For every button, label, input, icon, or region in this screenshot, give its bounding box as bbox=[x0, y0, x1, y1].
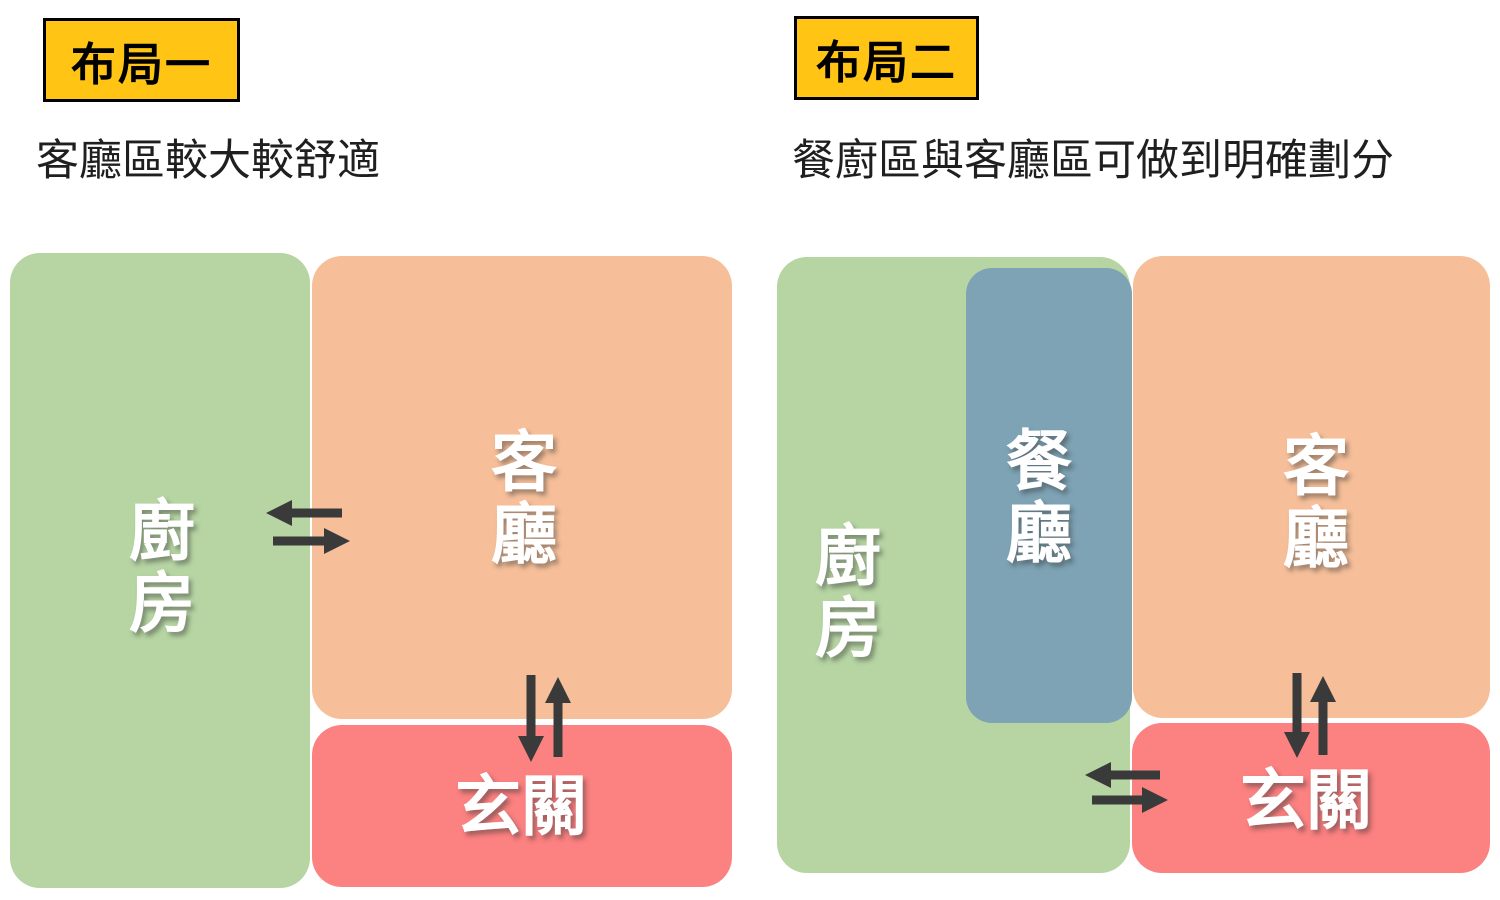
layout1-kitchen-label: 廚房 bbox=[129, 494, 195, 640]
layout2-subtitle: 餐廚區與客廳區可做到明確劃分 bbox=[792, 137, 1394, 185]
layout1-living-room bbox=[312, 256, 732, 719]
layout2-foyer-label: 玄關 bbox=[1240, 763, 1372, 837]
layout2-living-room bbox=[1133, 256, 1490, 718]
layout1-title-text: 布局一 bbox=[70, 38, 212, 90]
layout2-foyer-room bbox=[1132, 723, 1490, 873]
layout2-dining-label: 餐廳 bbox=[1006, 424, 1072, 570]
layout2-dining-room bbox=[966, 268, 1132, 723]
layout2-kitchen-label: 廚房 bbox=[815, 519, 881, 665]
layout1-foyer-label: 玄關 bbox=[455, 769, 587, 843]
layout1-living-label: 客廳 bbox=[491, 425, 557, 571]
layout1-title-badge: 布局一 bbox=[43, 18, 240, 102]
layout2-living-label: 客廳 bbox=[1283, 429, 1349, 575]
layout1-kitchen-room bbox=[10, 253, 310, 888]
layout2-title-badge: 布局二 bbox=[794, 16, 979, 100]
layout1-subtitle: 客廳區較大較舒適 bbox=[36, 137, 380, 185]
layout2-title-text: 布局二 bbox=[815, 36, 957, 88]
